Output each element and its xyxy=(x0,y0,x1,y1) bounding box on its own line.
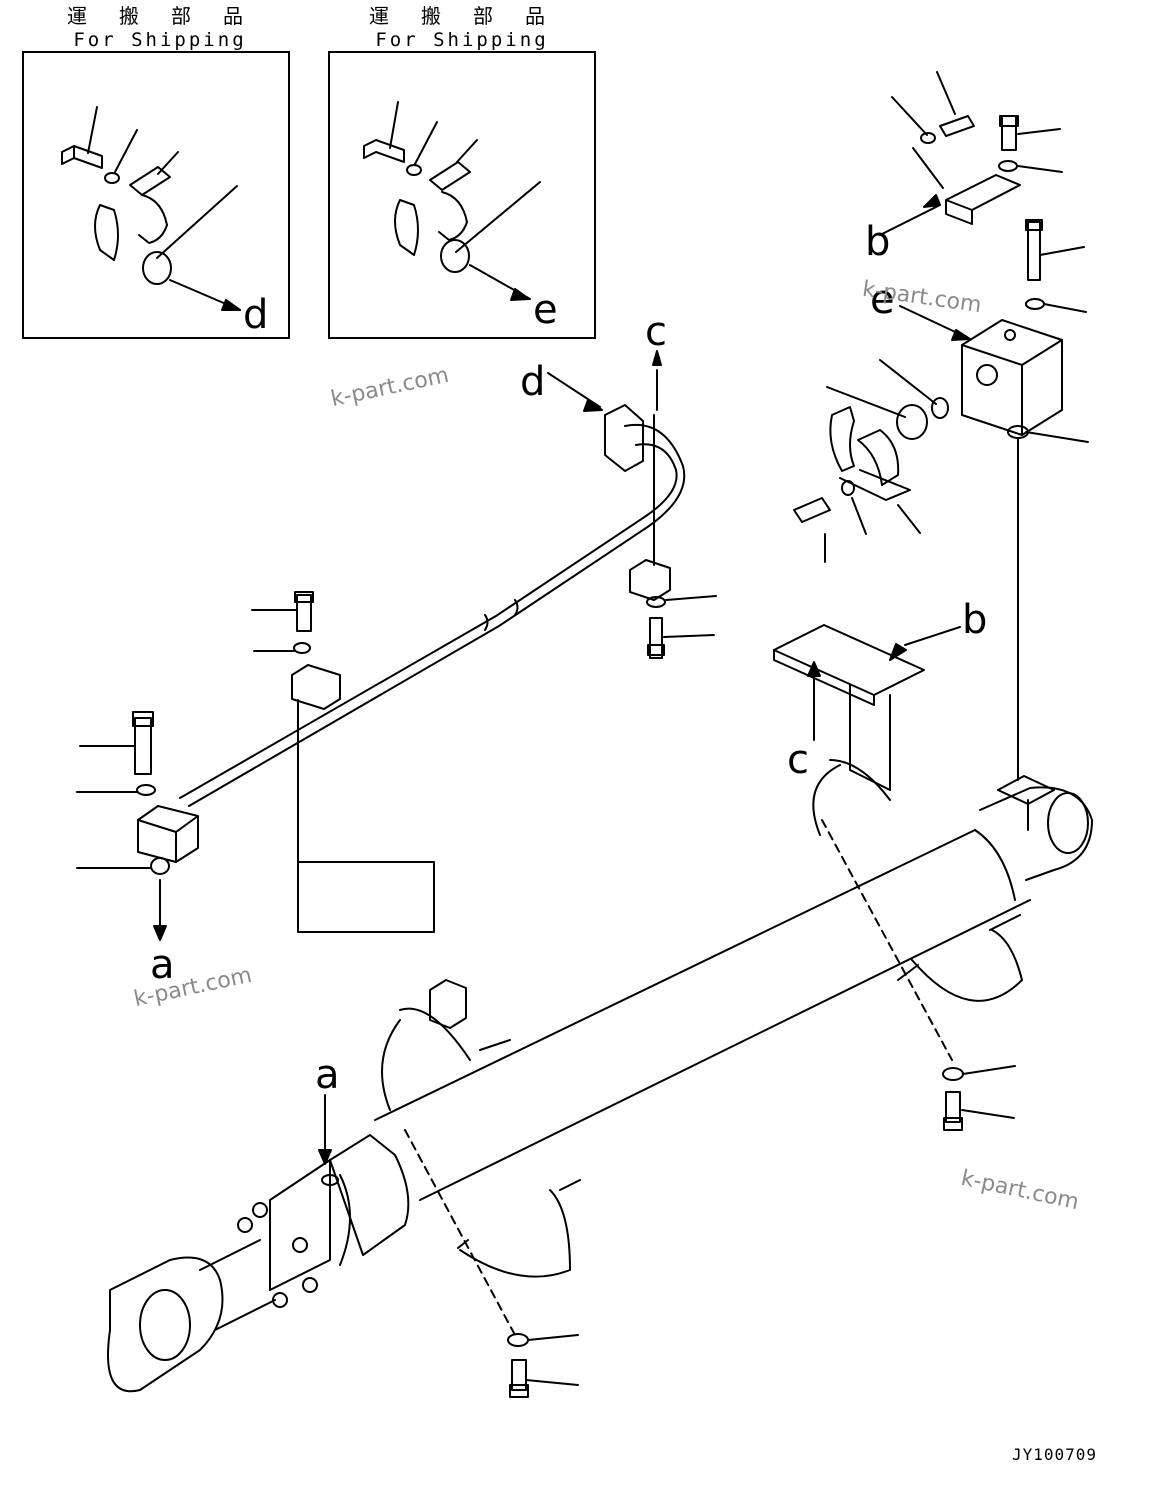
callout-a-left: a xyxy=(150,942,175,988)
shipping-header-1: 運 搬 部 品 For Shipping xyxy=(60,0,260,51)
upper-right-hardware xyxy=(793,71,1089,781)
callout-a-bottom: a xyxy=(315,1052,340,1098)
shipping-header-2-jp: 運 搬 部 品 xyxy=(368,4,556,28)
callout-c-top: c xyxy=(645,309,667,355)
callout-d-pipe: d xyxy=(520,359,546,405)
shipping-parts-d xyxy=(61,106,241,311)
callout-e-valve: e xyxy=(870,277,895,323)
hydraulic-pipe xyxy=(76,350,717,941)
callout-c-bracket: c xyxy=(787,737,809,783)
mounting-bracket xyxy=(773,624,1023,1002)
drawing-code: JY100709 xyxy=(1012,1445,1098,1464)
boom-cylinder xyxy=(107,775,1093,1398)
shipping-header-2: 運 搬 部 品 For Shipping xyxy=(362,0,562,51)
shipping-header-1-jp: 運 搬 部 品 xyxy=(66,4,254,28)
callout-e-box: e xyxy=(533,287,558,333)
callout-b-top: b xyxy=(865,219,891,265)
callout-b-bracket: b xyxy=(962,597,988,643)
shipping-box-1 xyxy=(22,51,290,339)
callout-d-box: d xyxy=(243,292,269,338)
shipping-header-1-en: For Shipping xyxy=(73,29,247,51)
shipping-box-2 xyxy=(328,51,596,339)
shipping-parts-e xyxy=(363,101,541,301)
shipping-header-2-en: For Shipping xyxy=(375,29,549,51)
